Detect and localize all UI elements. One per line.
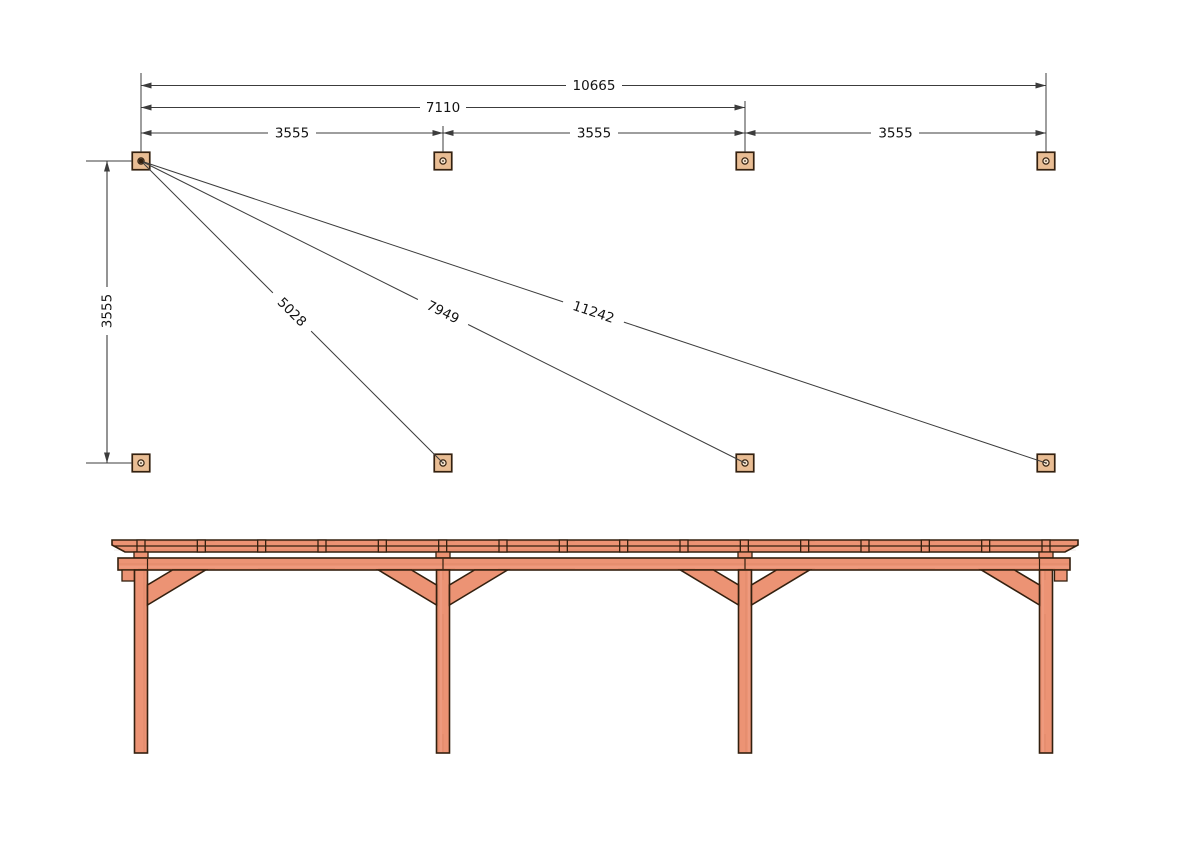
corbel-left: [121, 569, 136, 582]
beam-joints: [146, 558, 1041, 570]
dim-two-bays: 7110: [141, 100, 745, 116]
knee-brace: [146, 569, 209, 607]
post-grain: [135, 571, 147, 752]
plan-view: 10665 7110 3555 3555 3555 3555: [86, 73, 1056, 473]
dim-bays: 3555 3555 3555: [141, 126, 1046, 142]
dim-diagonal3-label: 11242: [570, 298, 616, 327]
diagonal-origin-dot: [138, 158, 144, 164]
post-grain: [437, 571, 449, 752]
knee-brace: [375, 569, 438, 607]
post-center-dot: [140, 462, 142, 464]
corbel-right: [1053, 569, 1068, 582]
main-beam-grain: [119, 559, 1069, 569]
dim-bay3-label: 3555: [878, 126, 912, 142]
post-top-block: [737, 551, 753, 559]
knee-brace: [677, 569, 740, 607]
dim-depth: 3555: [100, 161, 116, 463]
dim-bay1-label: 3555: [275, 126, 309, 142]
corbels: [121, 569, 1068, 582]
elevation-view: [111, 539, 1079, 754]
elevation-posts: [133, 569, 1054, 754]
post-top-block: [435, 551, 451, 559]
post-top-blocks: [133, 551, 1054, 559]
dim-depth-label: 3555: [100, 294, 116, 328]
dim-bay2-label: 3555: [577, 126, 611, 142]
knee-brace: [978, 569, 1041, 607]
dim-overall-label: 10665: [573, 78, 616, 94]
plan-extension-lines: [86, 73, 1047, 464]
dim-diagonals: 5028 7949 11242: [140, 160, 1047, 464]
knee-braces: [146, 569, 1041, 607]
knee-brace: [750, 569, 813, 607]
post-grain: [1040, 571, 1052, 752]
post-top-block: [1038, 551, 1054, 559]
dim-overall-width: 10665: [141, 78, 1046, 94]
knee-brace: [448, 569, 511, 607]
post-top-block: [133, 551, 149, 559]
dim-diagonal2-label: 7949: [424, 298, 462, 328]
post-center-dot: [744, 160, 746, 162]
post-grain: [739, 571, 751, 752]
dim-two-bays-label: 7110: [426, 100, 460, 116]
post-center-dot: [1045, 160, 1047, 162]
dim-diagonal1-label: 5028: [274, 295, 310, 331]
post-center-dot: [442, 160, 444, 162]
